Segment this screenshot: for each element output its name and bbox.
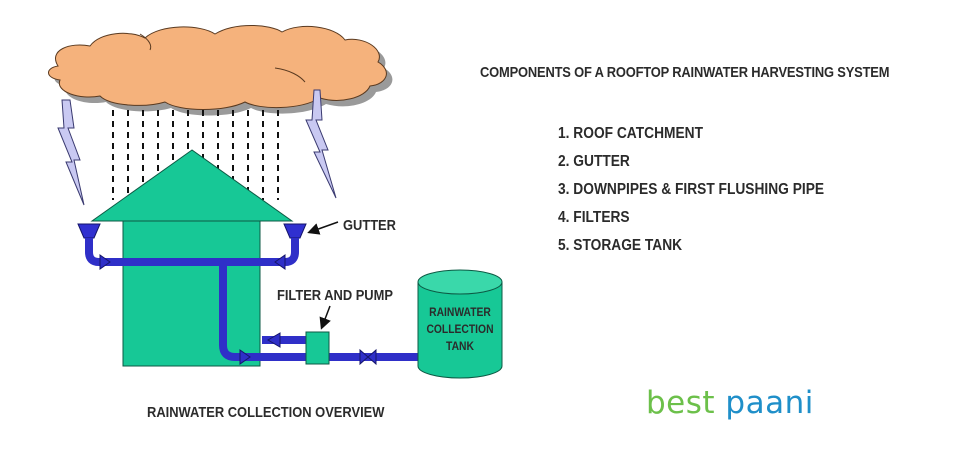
gutter-label-arrow (307, 221, 339, 235)
component-item: 4. FILTERS (558, 209, 630, 226)
lightning-bolt-right-icon (305, 89, 337, 199)
filter-label-arrow (319, 305, 331, 330)
component-item: 1. ROOF CATCHMENT (558, 125, 703, 142)
house-body (122, 220, 261, 367)
cloud-icon (48, 25, 393, 116)
lightning-bolt-left-icon (57, 99, 85, 206)
component-item: 3. DOWNPIPES & FIRST FLUSHING PIPE (558, 181, 825, 198)
component-item: 2. GUTTER (558, 153, 630, 170)
storage-tank (417, 269, 503, 379)
gutter-label: GUTTER (343, 216, 396, 233)
tank-label-line2: COLLECTION (426, 323, 493, 336)
filter-pump-box (305, 331, 330, 365)
gutter-left-icon (77, 223, 101, 239)
brand-part-best: best (646, 385, 716, 421)
diagram-caption: RAINWATER COLLECTION OVERVIEW (147, 404, 385, 421)
house-roof (90, 149, 294, 222)
brand-part-paani: paani (725, 385, 814, 421)
gutter-right-icon (283, 223, 307, 239)
tank-label-line1: RAINWATER (429, 306, 491, 319)
tank-label-line3: TANK (446, 340, 474, 353)
components-heading: COMPONENTS OF A ROOFTOP RAINWATER HARVES… (480, 64, 890, 81)
components-list: 1. ROOF CATCHMENT 2. GUTTER 3. DOWNPIPES… (558, 120, 824, 260)
pipe-flow-arrows (99, 254, 377, 366)
brand-logo: best paani (646, 385, 814, 421)
component-item: 5. STORAGE TANK (558, 237, 683, 254)
filter-pump-label: FILTER AND PUMP (277, 286, 393, 303)
